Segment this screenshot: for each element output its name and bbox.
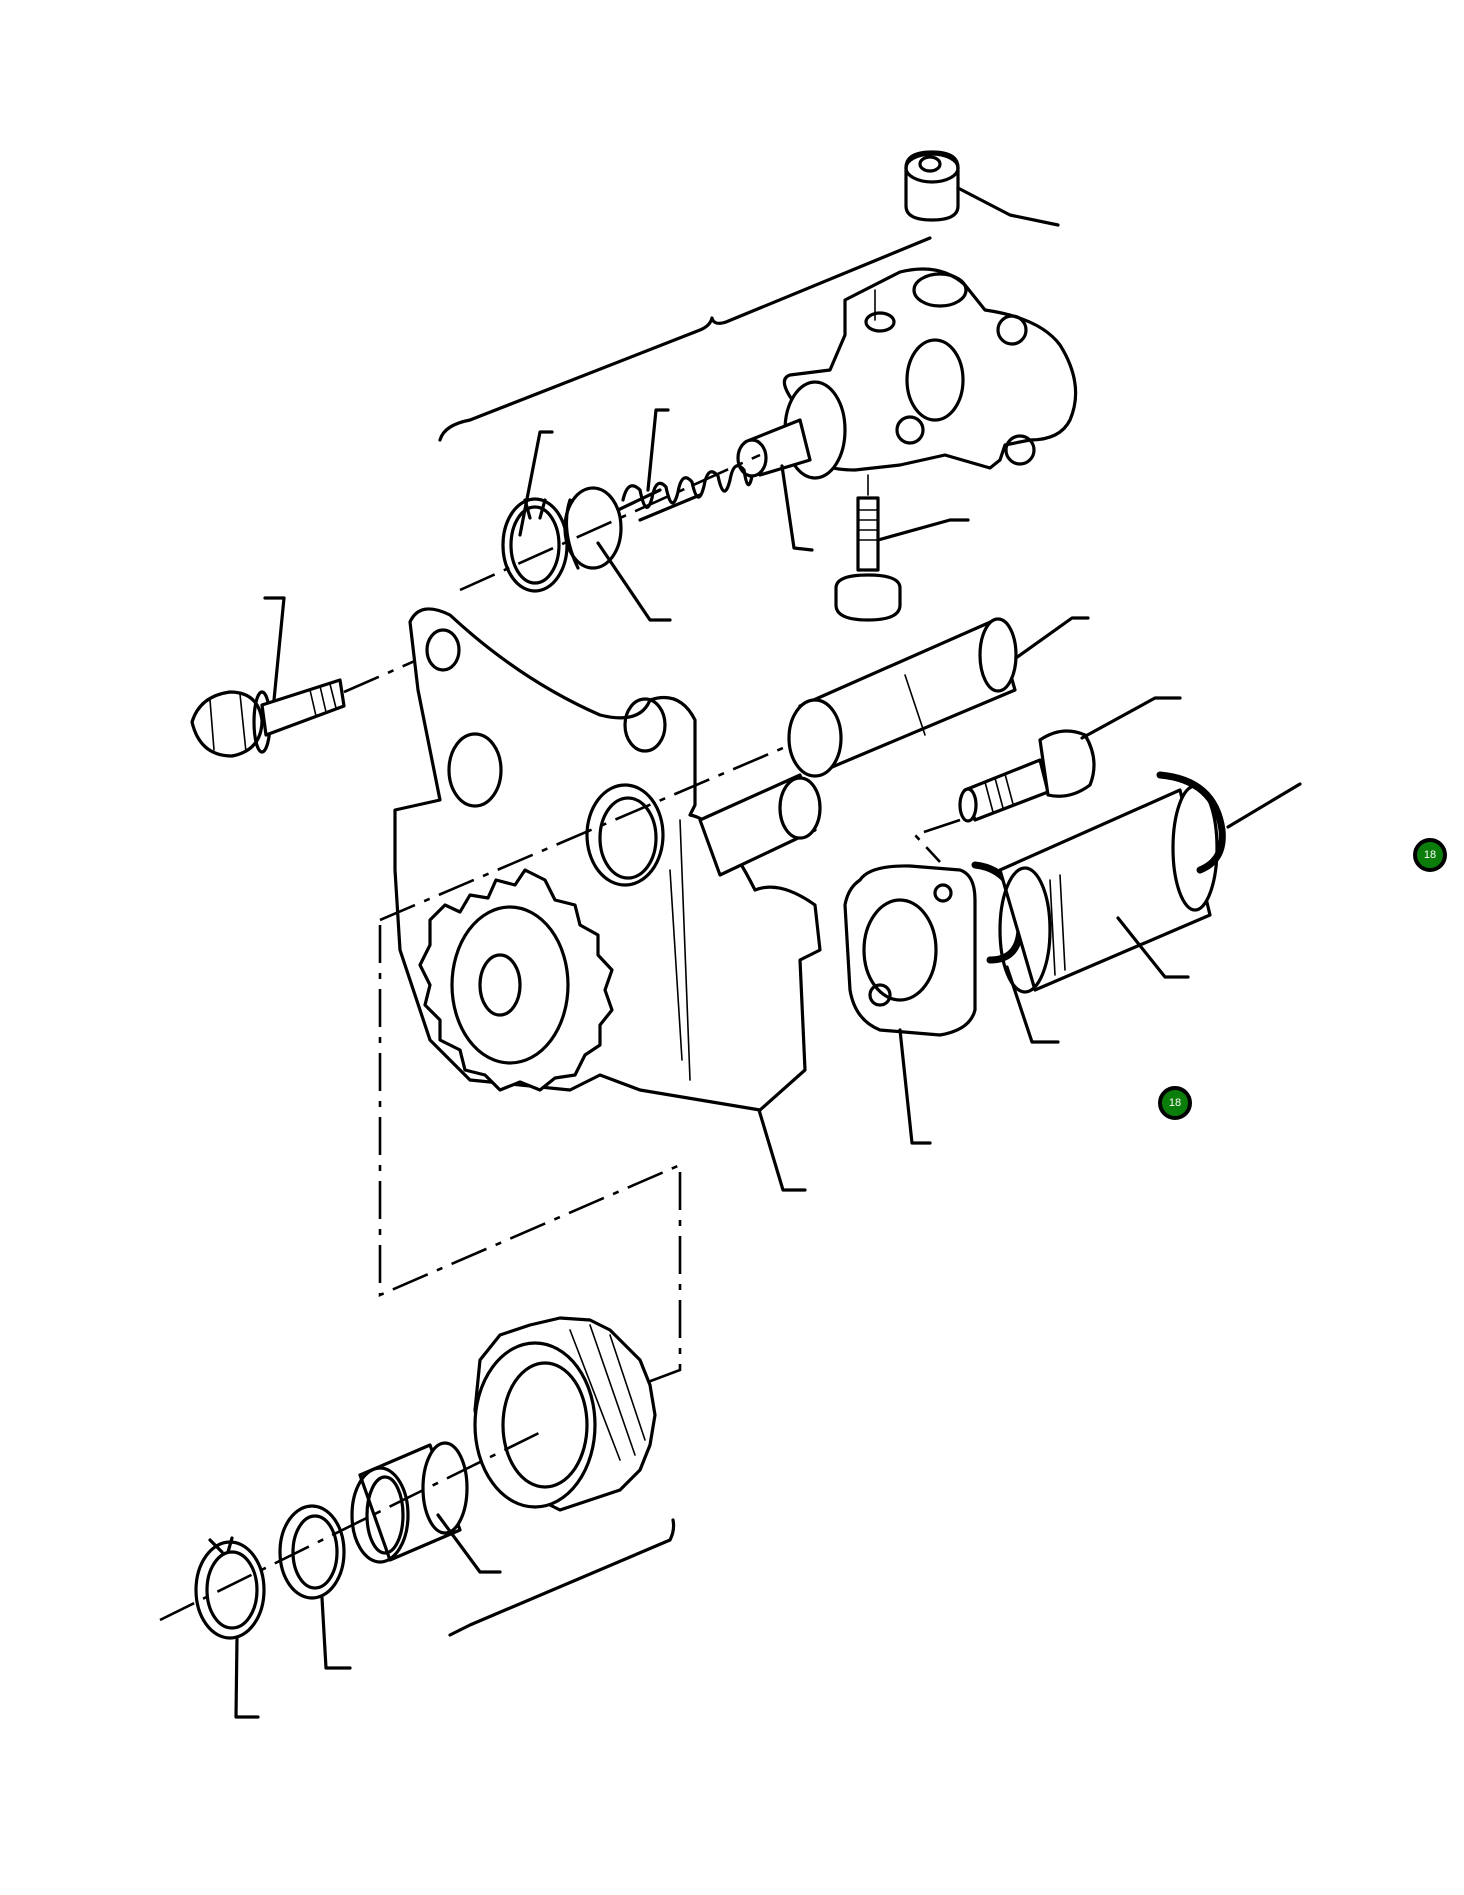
gear-group-box [378,925,682,1387]
shaft-part [698,773,822,877]
leader-lines [234,408,1302,1719]
drive-gear-part [418,868,614,1092]
gasket-flange-part [843,864,977,1037]
spring-part [616,464,754,522]
part-hotspot-18-a[interactable]: 18 [1413,838,1447,872]
helical-gear-part [473,1316,657,1512]
cap-screw-part [958,729,1096,823]
part-hotspot-18-b[interactable]: 18 [1158,1086,1192,1120]
spring-seat-part [563,486,623,570]
bracket-left-bolt [263,596,286,702]
upper-group-bracket [438,236,932,442]
bushing-part [350,1441,469,1564]
axis-line-upper [459,453,761,592]
retaining-ring-right-part [1156,771,1226,874]
snap-ring-upper-part [501,497,569,593]
stud-bolt-part [834,474,902,622]
shaft-sleeve-part [787,617,1018,778]
cap-nut-part [904,150,1060,227]
relief-valve-housing-part [736,267,1078,480]
flange-bolt-left-part [190,648,441,758]
axis-line-shaft [379,743,791,922]
axis-line-gear [159,1428,546,1622]
pipe-cylinder-part [998,784,1219,994]
lower-group-bracket [448,1518,676,1637]
snap-ring-lower-part [194,1536,266,1640]
hotspot-label: 18 [1168,1097,1182,1109]
axis-line-screw [912,818,961,863]
thrust-washer-part [278,1504,346,1600]
hotspot-label: 18 [1423,849,1437,861]
